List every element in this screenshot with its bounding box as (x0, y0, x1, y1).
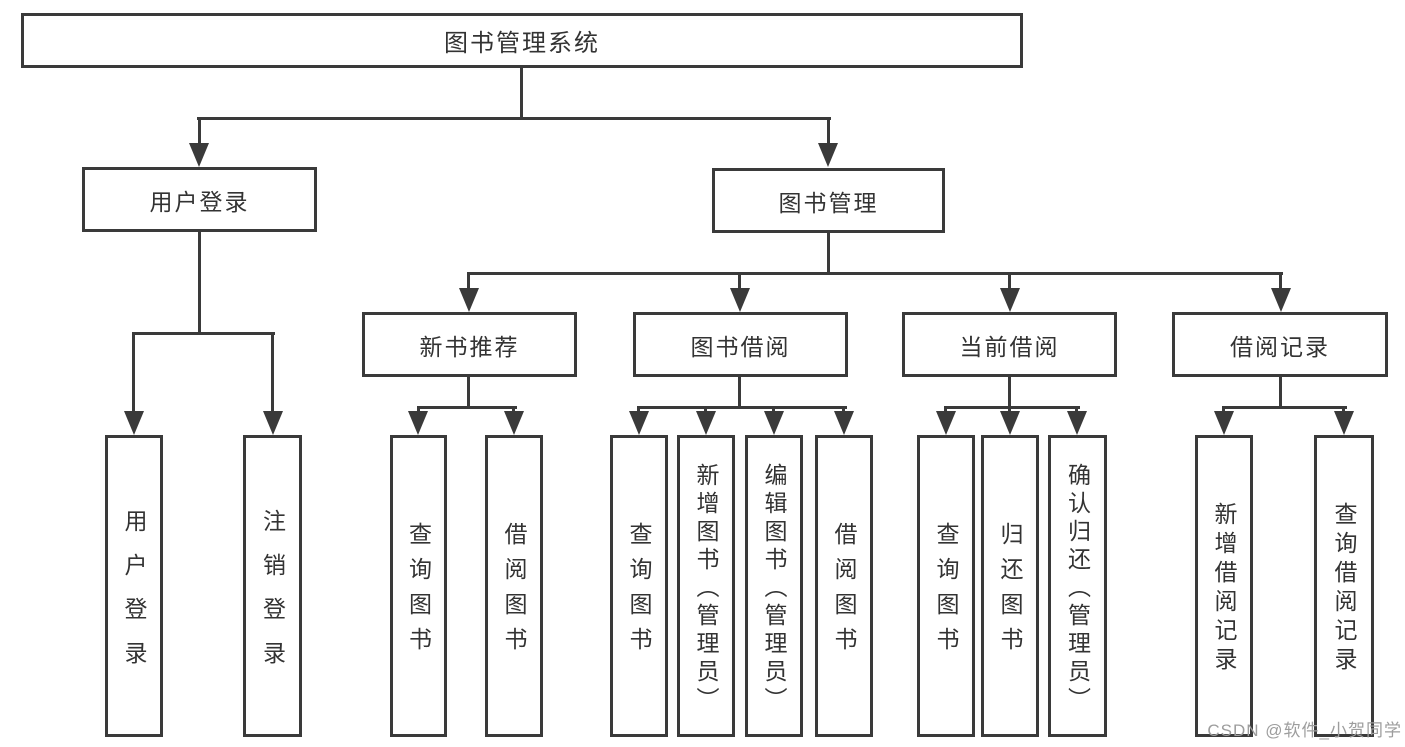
connector-line (1279, 272, 1282, 292)
arrow-down-icon (629, 411, 649, 435)
arrow-down-icon (1214, 411, 1234, 435)
arrow-down-icon (459, 288, 479, 312)
arrow-down-icon (1271, 288, 1291, 312)
node-book-management: 图书管理 (712, 168, 945, 233)
node-label: 用户登录 (149, 188, 250, 215)
leaf-label: 用户登录 (121, 508, 147, 685)
leaf-query-books-current: 查询图书 (917, 435, 975, 737)
connector-line (738, 272, 741, 292)
leaf-borrow-books-recommend: 借阅图书 (485, 435, 543, 737)
leaf-label: 新增图书（管理员） (693, 462, 719, 715)
leaf-query-borrow-record: 查询借阅记录 (1314, 435, 1374, 737)
connector-line (467, 272, 1283, 275)
arrow-down-icon (834, 411, 854, 435)
arrow-down-icon (504, 411, 524, 435)
leaf-add-borrow-record: 新增借阅记录 (1195, 435, 1253, 737)
connector-line (1279, 375, 1282, 409)
arrow-down-icon (408, 411, 428, 435)
leaf-label: 查询图书 (405, 522, 432, 662)
leaf-label: 确认归还（管理员） (1064, 462, 1091, 715)
node-new-book-recommendation: 新书推荐 (362, 312, 577, 377)
connector-line (1008, 272, 1011, 292)
connector-line (738, 375, 741, 409)
arrow-down-icon (124, 411, 144, 435)
leaf-return-book: 归还图书 (981, 435, 1039, 737)
connector-line (520, 68, 523, 120)
leaf-query-books-borrowing: 查询图书 (610, 435, 668, 737)
leaf-label: 归还图书 (997, 522, 1023, 662)
arrow-down-icon (1067, 411, 1087, 435)
connector-line (944, 406, 1080, 409)
leaf-label: 查询图书 (626, 522, 652, 662)
node-library-management-system: 图书管理系统 (21, 13, 1023, 68)
leaf-label: 注销登录 (259, 508, 286, 685)
leaf-add-book-admin: 新增图书（管理员） (677, 435, 735, 737)
node-current-borrowing: 当前借阅 (902, 312, 1117, 377)
leaf-label: 新增借阅记录 (1211, 502, 1237, 676)
connector-line (467, 272, 470, 292)
leaf-label: 借阅图书 (501, 522, 527, 662)
node-label: 借阅记录 (1230, 333, 1330, 360)
arrow-down-icon (1334, 411, 1354, 435)
leaf-label: 查询借阅记录 (1331, 502, 1357, 676)
connector-line (198, 117, 201, 147)
connector-line (1222, 406, 1347, 409)
connector-line (132, 332, 275, 335)
connector-line (132, 332, 135, 415)
node-label: 图书借阅 (690, 333, 791, 360)
arrow-down-icon (730, 288, 750, 312)
arrow-down-icon (1000, 288, 1020, 312)
connector-line (467, 375, 470, 409)
connector-line (197, 117, 831, 120)
connector-line (271, 332, 274, 415)
node-book-borrowing: 图书借阅 (633, 312, 848, 377)
connector-line (1008, 375, 1011, 409)
node-label: 图书管理 (778, 189, 879, 216)
leaf-query-books-recommend: 查询图书 (390, 435, 447, 737)
node-label: 新书推荐 (419, 333, 520, 360)
connector-line (198, 230, 201, 335)
watermark-csdn: CSDN @软件_小贺同学 (1207, 721, 1402, 740)
arrow-down-icon (936, 411, 956, 435)
node-label: 当前借阅 (959, 333, 1060, 360)
leaf-user-login: 用户登录 (105, 435, 163, 737)
leaf-edit-book-admin: 编辑图书（管理员） (745, 435, 803, 737)
leaf-label: 编辑图书（管理员） (761, 462, 787, 715)
arrow-down-icon (1000, 411, 1020, 435)
leaf-borrow-books: 借阅图书 (815, 435, 873, 737)
connector-line (637, 406, 847, 409)
node-user-login: 用户登录 (82, 167, 317, 232)
leaf-logout: 注销登录 (243, 435, 302, 737)
connector-line (827, 117, 830, 147)
arrow-down-icon (696, 411, 716, 435)
arrow-down-icon (818, 143, 838, 167)
arrow-down-icon (189, 143, 209, 167)
connector-line (827, 231, 830, 275)
leaf-label: 查询图书 (933, 522, 959, 662)
arrow-down-icon (764, 411, 784, 435)
connector-line (417, 406, 517, 409)
arrow-down-icon (263, 411, 283, 435)
leaf-confirm-return-admin: 确认归还（管理员） (1048, 435, 1107, 737)
node-borrowing-records: 借阅记录 (1172, 312, 1388, 377)
leaf-label: 借阅图书 (831, 522, 857, 662)
node-label: 图书管理系统 (444, 30, 600, 57)
